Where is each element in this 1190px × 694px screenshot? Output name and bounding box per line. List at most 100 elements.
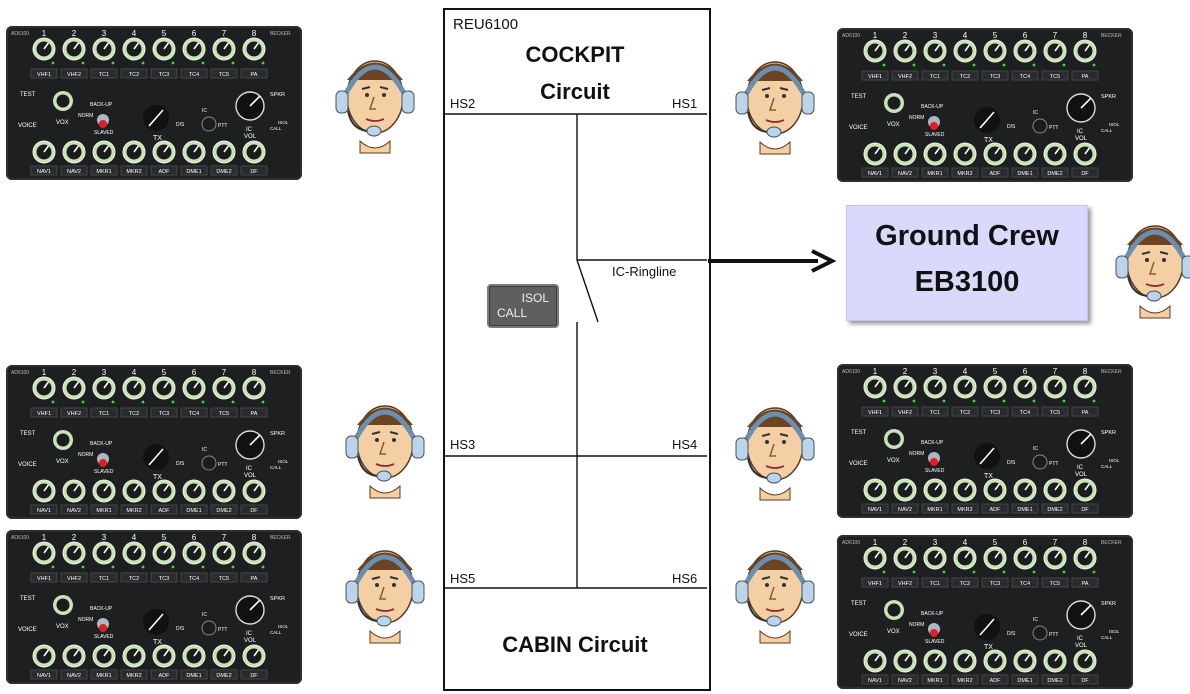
volume-knob-2[interactable] <box>62 37 86 61</box>
bottom-knob-DME1[interactable] <box>182 479 206 503</box>
top-label-button[interactable] <box>891 577 919 588</box>
volume-knob-4[interactable] <box>122 37 146 61</box>
bottom-knob-NAV1[interactable] <box>863 649 887 673</box>
volume-knob-6[interactable] <box>1013 375 1037 399</box>
top-label-button[interactable] <box>1011 70 1039 81</box>
bottom-knob-DME2[interactable] <box>1043 478 1067 502</box>
bottom-knob-MKR2[interactable] <box>953 142 977 166</box>
bottom-knob-NAV2[interactable] <box>893 478 917 502</box>
bottom-knob-NAV2[interactable] <box>893 142 917 166</box>
top-label-button[interactable] <box>30 572 58 583</box>
top-label-button[interactable] <box>1011 406 1039 417</box>
bottom-label-button[interactable] <box>150 669 178 680</box>
top-label-button[interactable] <box>921 70 949 81</box>
bottom-label-button[interactable] <box>120 669 148 680</box>
bottom-label-button[interactable] <box>951 503 979 514</box>
bottom-knob-DME1[interactable] <box>1013 142 1037 166</box>
ptt-button[interactable] <box>1032 118 1048 134</box>
bottom-label-button[interactable] <box>60 165 88 176</box>
volume-knob-2[interactable] <box>893 546 917 570</box>
top-label-button[interactable] <box>951 577 979 588</box>
bottom-label-button[interactable] <box>210 504 238 515</box>
volume-knob-6[interactable] <box>1013 39 1037 63</box>
bottom-knob-DME2[interactable] <box>212 644 236 668</box>
bottom-label-button[interactable] <box>1041 167 1069 178</box>
bottom-label-button[interactable] <box>861 674 889 685</box>
bottom-label-button[interactable] <box>1041 503 1069 514</box>
bottom-knob-MKR2[interactable] <box>953 649 977 673</box>
volume-knob-3[interactable] <box>92 37 116 61</box>
bottom-label-button[interactable] <box>90 669 118 680</box>
top-label-button[interactable] <box>240 68 268 79</box>
volume-knob-6[interactable] <box>1013 546 1037 570</box>
bottom-knob-DME1[interactable] <box>1013 478 1037 502</box>
bottom-knob-MKR1[interactable] <box>923 142 947 166</box>
top-label-button[interactable] <box>861 406 889 417</box>
bottom-label-button[interactable] <box>60 669 88 680</box>
bottom-label-button[interactable] <box>981 167 1009 178</box>
volume-knob-8[interactable] <box>1073 546 1097 570</box>
volume-knob-8[interactable] <box>242 37 266 61</box>
volume-knob-5[interactable] <box>152 376 176 400</box>
bottom-knob-DF[interactable] <box>1073 649 1097 673</box>
bottom-label-button[interactable] <box>1011 674 1039 685</box>
volume-knob-4[interactable] <box>122 541 146 565</box>
bottom-knob-DF[interactable] <box>242 644 266 668</box>
top-label-button[interactable] <box>60 407 88 418</box>
top-label-button[interactable] <box>240 407 268 418</box>
top-label-button[interactable] <box>120 572 148 583</box>
bottom-knob-NAV2[interactable] <box>62 140 86 164</box>
volume-knob-1[interactable] <box>32 37 56 61</box>
volume-knob-7[interactable] <box>212 376 236 400</box>
volume-knob-6[interactable] <box>182 541 206 565</box>
bottom-label-button[interactable] <box>1071 167 1099 178</box>
bottom-label-button[interactable] <box>30 504 58 515</box>
volume-knob-8[interactable] <box>242 541 266 565</box>
top-label-button[interactable] <box>30 68 58 79</box>
bottom-label-button[interactable] <box>90 504 118 515</box>
bottom-knob-NAV2[interactable] <box>62 479 86 503</box>
bottom-label-button[interactable] <box>30 669 58 680</box>
bottom-knob-MKR2[interactable] <box>122 644 146 668</box>
bottom-knob-DME2[interactable] <box>212 140 236 164</box>
bottom-knob-DF[interactable] <box>242 479 266 503</box>
top-label-button[interactable] <box>891 70 919 81</box>
bottom-knob-ADF[interactable] <box>983 649 1007 673</box>
top-label-button[interactable] <box>150 407 178 418</box>
bottom-label-button[interactable] <box>1071 674 1099 685</box>
bottom-label-button[interactable] <box>891 503 919 514</box>
bottom-knob-NAV2[interactable] <box>62 644 86 668</box>
bottom-label-button[interactable] <box>1011 503 1039 514</box>
top-label-button[interactable] <box>150 572 178 583</box>
top-label-button[interactable] <box>180 68 208 79</box>
bottom-knob-MKR2[interactable] <box>122 140 146 164</box>
bottom-label-button[interactable] <box>921 167 949 178</box>
bottom-label-button[interactable] <box>981 503 1009 514</box>
bottom-knob-ADF[interactable] <box>152 644 176 668</box>
bottom-label-button[interactable] <box>1011 167 1039 178</box>
bottom-label-button[interactable] <box>951 167 979 178</box>
top-label-button[interactable] <box>1011 577 1039 588</box>
top-label-button[interactable] <box>240 572 268 583</box>
top-label-button[interactable] <box>180 407 208 418</box>
ptt-button[interactable] <box>201 620 217 636</box>
bottom-knob-MKR2[interactable] <box>122 479 146 503</box>
volume-knob-5[interactable] <box>983 39 1007 63</box>
top-label-button[interactable] <box>1041 406 1069 417</box>
volume-knob-5[interactable] <box>152 541 176 565</box>
top-label-button[interactable] <box>861 70 889 81</box>
bottom-knob-DME1[interactable] <box>182 140 206 164</box>
bottom-label-button[interactable] <box>210 669 238 680</box>
top-label-button[interactable] <box>60 68 88 79</box>
bottom-knob-DME1[interactable] <box>182 644 206 668</box>
volume-knob-8[interactable] <box>1073 375 1097 399</box>
top-label-button[interactable] <box>1071 577 1099 588</box>
top-label-button[interactable] <box>891 406 919 417</box>
bottom-label-button[interactable] <box>180 669 208 680</box>
bottom-knob-MKR1[interactable] <box>923 649 947 673</box>
volume-knob-5[interactable] <box>983 546 1007 570</box>
volume-knob-2[interactable] <box>893 39 917 63</box>
top-label-button[interactable] <box>921 577 949 588</box>
volume-knob-3[interactable] <box>923 546 947 570</box>
volume-knob-2[interactable] <box>62 541 86 565</box>
